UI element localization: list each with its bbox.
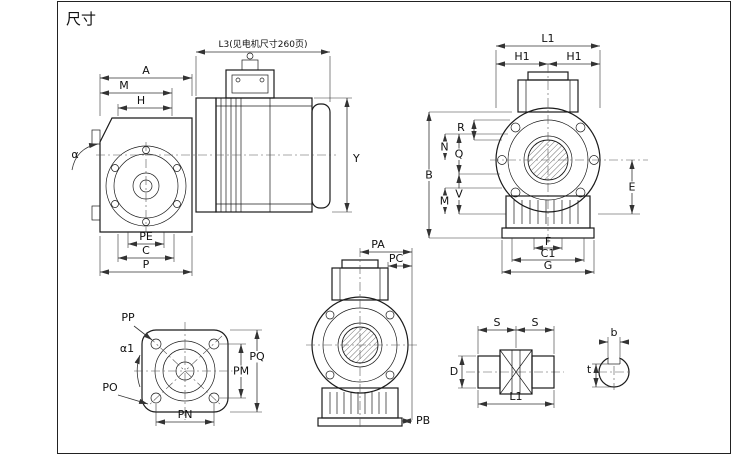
dim-v: V — [452, 174, 466, 214]
dim-label-m-front: M — [440, 195, 450, 208]
dim-label-l1-bushing: L1 — [509, 390, 522, 403]
dim-r: R — [457, 119, 510, 141]
dim-pe: PE — [127, 230, 165, 248]
dim-label-h1-right: H1 — [566, 50, 581, 63]
dim-c: C — [117, 234, 175, 262]
dim-d: D — [450, 355, 476, 389]
dim-m-front: M — [437, 188, 452, 214]
dim-pq: PQ — [230, 329, 266, 413]
dim-l1-bushing: L1 — [477, 390, 555, 408]
dim-label-d: D — [450, 365, 458, 378]
dim-label-pb: PB — [416, 414, 430, 427]
dim-label-pa: PA — [371, 238, 385, 251]
dim-b-front: B — [422, 112, 436, 238]
bottom-view: PA PC PB — [306, 238, 430, 430]
dim-pc: PC — [387, 252, 412, 270]
dim-l1-front: L1 — [495, 32, 601, 108]
dim-label-e: E — [629, 181, 636, 194]
page-title: 尺寸 — [66, 10, 96, 28]
dim-s-pair: S S — [477, 316, 555, 354]
dim-l3: L3(见电机尺寸260页) — [195, 38, 331, 102]
dim-label-v: V — [455, 188, 463, 201]
dim-f: F — [533, 235, 563, 251]
dim-label-y: Y — [352, 152, 360, 165]
dim-label-pc: PC — [389, 252, 404, 265]
motor-outline — [96, 52, 336, 213]
dim-label-r: R — [457, 121, 465, 134]
dim-label-g: G — [544, 259, 553, 272]
key-section-circle — [598, 355, 630, 390]
dim-q: Q — [452, 134, 466, 174]
dim-alpha: α — [71, 143, 99, 171]
dim-label-l1-front: L1 — [541, 32, 554, 45]
drawing-frame: 尺寸 — [57, 1, 731, 454]
dim-key-b: b — [599, 326, 629, 357]
dim-pm: PM — [220, 343, 250, 399]
dim-label-m-side: M — [119, 79, 129, 92]
mounting-flange-view: PP α1 PO PN PM PQ — [102, 311, 266, 426]
dim-label-q: Q — [455, 148, 464, 161]
dim-pp: PP — [121, 311, 153, 341]
bushing-body — [466, 349, 564, 395]
dim-label-pp: PP — [121, 311, 135, 324]
dim-alpha1: α1 — [120, 342, 141, 388]
dim-label-key-b: b — [611, 326, 618, 339]
side-view: L3(见电机尺寸260页) A M H α PE — [71, 38, 360, 276]
dim-e: E — [625, 160, 639, 214]
front-view: L1 H1 H1 R N — [422, 32, 648, 275]
dim-label-key-t: t — [587, 363, 592, 376]
output-bushing-view: S S D L1 — [450, 316, 564, 408]
dim-label-c1: C1 — [541, 247, 556, 260]
gearbox-outline — [91, 117, 193, 233]
dim-label-h1-left: H1 — [514, 50, 529, 63]
dim-h1-pair: H1 H1 — [496, 50, 600, 67]
dim-label-h: H — [137, 94, 145, 107]
dim-label-a: A — [142, 64, 150, 77]
dim-y: Y — [314, 97, 360, 213]
dim-label-s-right: S — [532, 316, 539, 329]
dim-label-c: C — [142, 244, 150, 257]
dim-label-pn: PN — [178, 408, 193, 421]
dim-h: H — [117, 94, 172, 116]
dim-label-alpha: α — [71, 148, 78, 161]
dim-label-po: PO — [102, 381, 118, 394]
dim-label-p: P — [143, 258, 150, 271]
dim-pb: PB — [402, 414, 430, 427]
dim-key-t: t — [587, 363, 614, 388]
dim-pa: PA — [360, 238, 412, 255]
dim-label-b-front: B — [425, 169, 433, 182]
dim-label-f: F — [545, 235, 551, 248]
keyway-section-view: b t — [587, 326, 630, 390]
front-extension-lines — [429, 111, 640, 239]
dim-label-pq: PQ — [249, 350, 265, 363]
dim-label-n: N — [440, 141, 448, 154]
dim-n: N — [437, 134, 452, 160]
dim-pn: PN — [155, 404, 215, 426]
dim-label-s-left: S — [494, 316, 501, 329]
dim-label-l3: L3(见电机尺寸260页) — [219, 38, 308, 50]
dim-label-pm: PM — [233, 365, 249, 378]
dim-p: P — [99, 236, 193, 276]
dim-g: G — [501, 240, 595, 275]
dim-label-alpha1: α1 — [120, 342, 134, 355]
dim-m-side: M — [100, 79, 173, 116]
dim-c1: C1 — [511, 238, 585, 263]
dim-label-pe: PE — [139, 230, 153, 243]
flange-square — [134, 322, 236, 420]
dim-po: PO — [102, 381, 149, 405]
